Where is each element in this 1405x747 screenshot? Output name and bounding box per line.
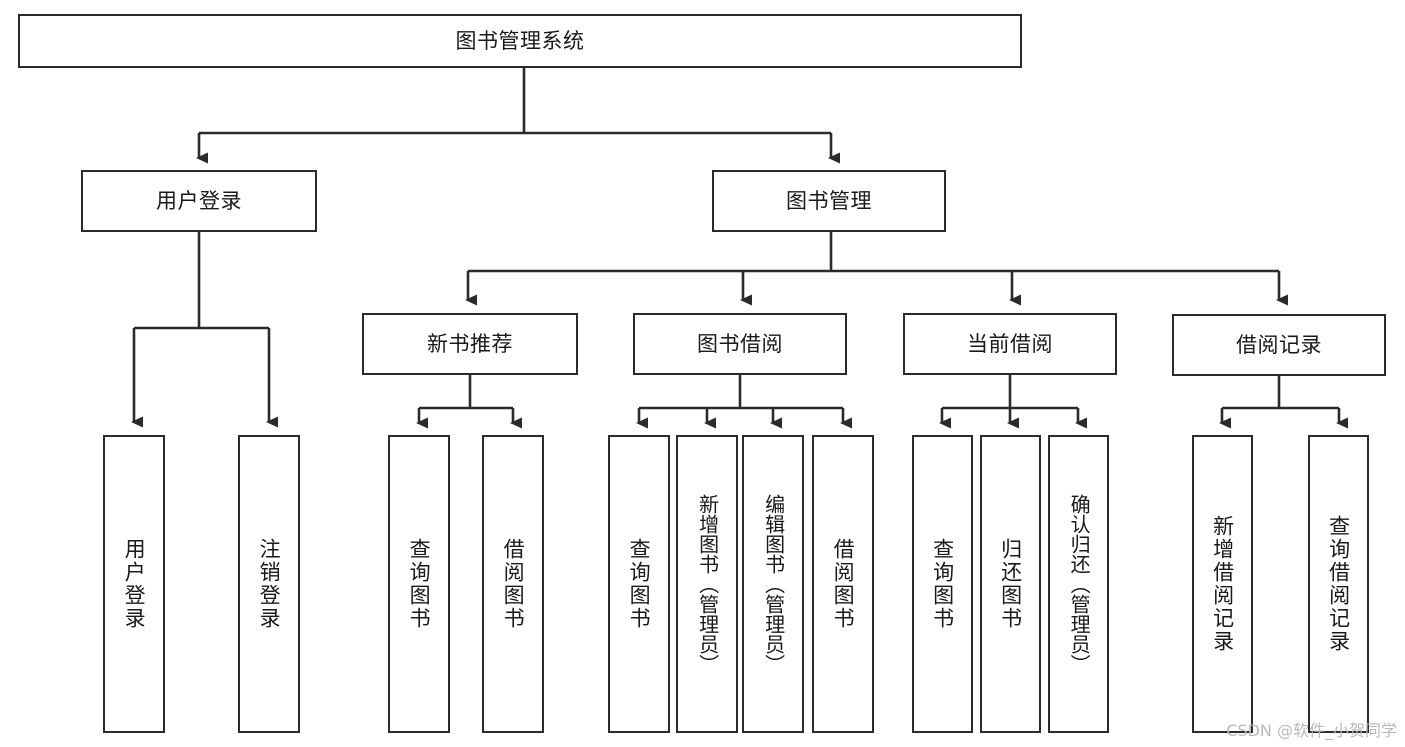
node-book-borrow[interactable]: 图书借阅 <box>633 313 847 375</box>
node-borrow-record[interactable]: 借阅记录 <box>1172 314 1386 376</box>
node-book-manage[interactable]: 图书管理 <box>712 170 946 232</box>
leaf-query-borrow-record[interactable]: 查询借阅记录 <box>1308 435 1369 733</box>
node-user-login[interactable]: 用户登录 <box>81 170 317 232</box>
leaf-return-book[interactable]: 归还图书 <box>980 435 1041 733</box>
leaf-edit-book[interactable]: 编辑图书（管理员） <box>742 435 804 733</box>
leaf-add-book[interactable]: 新增图书（管理员） <box>676 435 738 733</box>
leaf-confirm-return[interactable]: 确认归还（管理员） <box>1048 435 1109 733</box>
leaf-user-login[interactable]: 用户登录 <box>103 435 165 733</box>
leaf-query-book-recommend[interactable]: 查询图书 <box>388 435 450 733</box>
node-new-book-recommend[interactable]: 新书推荐 <box>362 313 578 375</box>
leaf-borrow-book-recommend[interactable]: 借阅图书 <box>482 435 544 733</box>
leaf-add-borrow-record[interactable]: 新增借阅记录 <box>1192 435 1253 733</box>
node-current-borrow[interactable]: 当前借阅 <box>903 313 1117 375</box>
csdn-watermark: CSDN @软件_小贺同学 <box>1226 721 1397 740</box>
leaf-borrow-book[interactable]: 借阅图书 <box>812 435 874 733</box>
leaf-query-book-borrow[interactable]: 查询图书 <box>608 435 670 733</box>
leaf-user-logout[interactable]: 注销登录 <box>238 435 300 733</box>
node-root-system[interactable]: 图书管理系统 <box>18 14 1022 68</box>
leaf-query-book-current[interactable]: 查询图书 <box>912 435 973 733</box>
